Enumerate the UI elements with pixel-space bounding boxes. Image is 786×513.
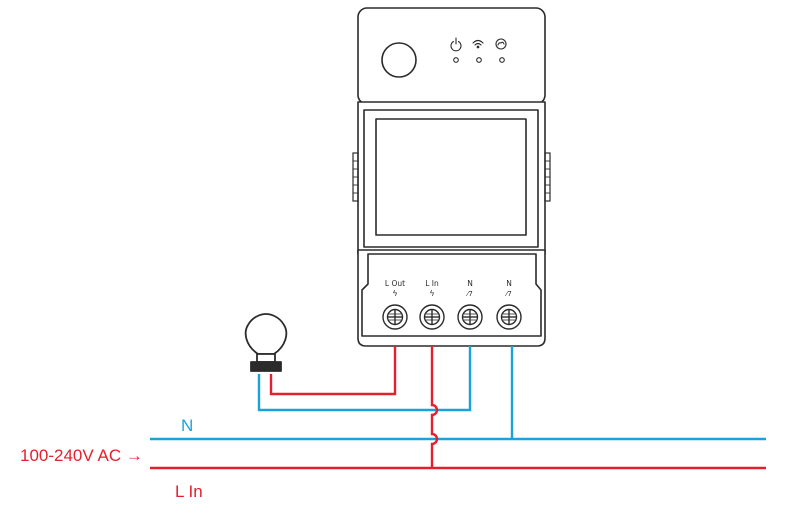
- light-bulb-icon: [244, 313, 288, 372]
- terminal-label-n-2: N: [506, 279, 512, 288]
- pairing-button: [381, 42, 417, 78]
- power-icon: [450, 37, 462, 52]
- terminal-symbol-n-2: ⁄7: [504, 290, 512, 298]
- live-in-wire: [430, 346, 439, 468]
- neutral-line-label: N: [181, 416, 193, 435]
- side-clips: [352, 152, 551, 202]
- terminal-label-n-1: N: [467, 279, 473, 288]
- screw-terminal-icon: [457, 304, 483, 330]
- terminal-symbol-l-in: ϟ: [429, 289, 434, 298]
- terminal-label-l-in: L In: [425, 279, 439, 288]
- screen-bezel: [363, 109, 539, 248]
- terminal-labels: L Out ϟ L In ϟ N ⁄7 N ⁄7: [385, 279, 512, 298]
- terminal-symbol-n-1: ⁄7: [465, 290, 473, 298]
- live-line-label: L In: [175, 482, 203, 501]
- device-terminal-housing: [357, 249, 546, 347]
- terminal-label-l-out: L Out: [385, 279, 405, 288]
- screw-terminal-icon: [496, 304, 522, 330]
- display-screen: [375, 118, 527, 236]
- screw-terminal-icon: [382, 304, 408, 330]
- wifi-icon: [472, 39, 484, 49]
- device-top-housing: [357, 7, 546, 105]
- device-middle-housing: [357, 101, 546, 255]
- terminal-cover: [361, 253, 542, 337]
- status-indicators: [450, 37, 507, 63]
- terminal-symbol-l-out: ϟ: [392, 289, 397, 298]
- cloud-icon: [495, 38, 507, 50]
- wifi-led: [476, 57, 482, 63]
- screw-terminal-icon: [419, 304, 445, 330]
- neutral-to-lamp-wire: [257, 346, 472, 412]
- cloud-led: [499, 57, 505, 63]
- smart-switch-device: [357, 7, 546, 347]
- power-led: [453, 57, 459, 63]
- live-out-to-lamp-wire: [269, 346, 397, 396]
- neutral-wires: [150, 346, 766, 441]
- screw-terminals: [382, 304, 522, 330]
- supply-voltage-label: 100-240V AC →: [20, 446, 143, 465]
- live-wires: [150, 346, 766, 470]
